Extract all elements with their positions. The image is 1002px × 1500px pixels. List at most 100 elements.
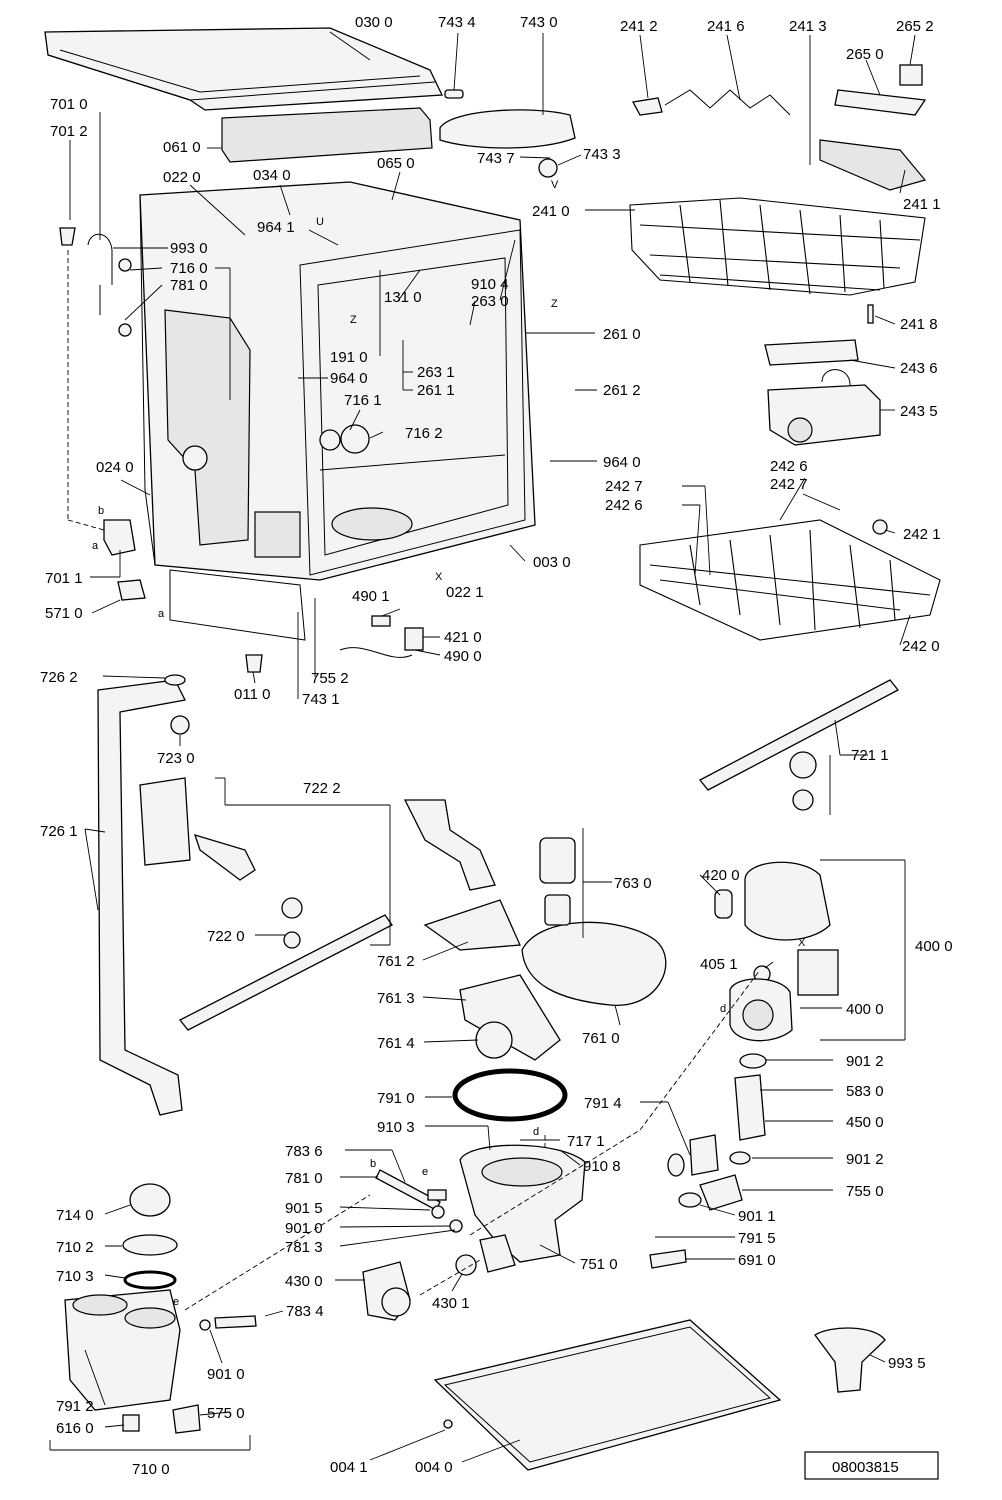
label-723-0: 723 0 bbox=[157, 750, 195, 767]
label-964-1: 964 1 bbox=[257, 219, 295, 236]
label-261-1: 261 1 bbox=[417, 382, 455, 399]
adjustable-foot bbox=[245, 654, 263, 673]
softener-sensor bbox=[122, 1414, 140, 1432]
label-716-0: 716 0 bbox=[170, 260, 208, 277]
label-263-0: 263 0 bbox=[471, 293, 509, 310]
label-022-0: 022 0 bbox=[163, 169, 201, 186]
label-901-1: 901 1 bbox=[738, 1208, 776, 1225]
label-243-6: 243 6 bbox=[900, 360, 938, 377]
marker-e1: e bbox=[422, 1166, 428, 1178]
power-cable bbox=[339, 647, 413, 658]
label-743-3: 743 3 bbox=[583, 146, 621, 163]
marker-d1: d bbox=[720, 1003, 726, 1015]
label-241-1: 241 1 bbox=[903, 196, 941, 213]
cutlery-basket bbox=[767, 384, 881, 446]
label-710-2: 710 2 bbox=[56, 1239, 94, 1256]
label-726-1: 726 1 bbox=[40, 823, 78, 840]
label-583-0: 583 0 bbox=[846, 1083, 884, 1100]
label-791-5: 791 5 bbox=[738, 1230, 776, 1247]
leader-lines bbox=[49, 31, 916, 1463]
circulation-pipe bbox=[97, 679, 186, 1116]
label-241-2: 241 2 bbox=[620, 18, 658, 35]
label-721-1: 721 1 bbox=[851, 747, 889, 764]
connection-markers: U Z Z V X X a a b b d d e e bbox=[92, 179, 806, 1308]
label-701-2: 701 2 bbox=[50, 123, 88, 140]
label-034-0: 034 0 bbox=[253, 167, 291, 184]
upper-spray-arm bbox=[178, 914, 393, 1031]
label-261-0: 261 0 bbox=[603, 326, 641, 343]
upper-basket bbox=[629, 197, 926, 296]
label-242-0: 242 0 bbox=[902, 638, 940, 655]
flow-meter bbox=[689, 1134, 719, 1176]
label-716-1: 716 1 bbox=[344, 392, 382, 409]
label-743-7: 743 7 bbox=[477, 150, 515, 167]
label-726-2: 726 2 bbox=[40, 669, 78, 686]
label-710-0: 710 0 bbox=[132, 1461, 170, 1478]
label-781-0b: 781 0 bbox=[285, 1170, 323, 1187]
marker-e2: e bbox=[173, 1296, 179, 1308]
micro-filter bbox=[539, 837, 576, 884]
label-450-0: 450 0 bbox=[846, 1114, 884, 1131]
distribution-tube bbox=[403, 799, 496, 891]
label-901-2: 901 2 bbox=[846, 1053, 884, 1070]
insulation-pad bbox=[221, 107, 433, 163]
label-061-0: 061 0 bbox=[163, 139, 201, 156]
fine-filter bbox=[521, 921, 667, 1006]
label-263-1: 263 1 bbox=[417, 364, 455, 381]
label-242-7b: 242 7 bbox=[770, 476, 808, 493]
label-490-1: 490 1 bbox=[352, 588, 390, 605]
label-616-0: 616 0 bbox=[56, 1420, 94, 1437]
label-743-0: 743 0 bbox=[520, 14, 558, 31]
label-783-4: 783 4 bbox=[286, 1303, 324, 1320]
label-420-0: 420 0 bbox=[702, 867, 740, 884]
label-405-1: 405 1 bbox=[700, 956, 738, 973]
part-labels: 030 0 743 4 743 0 241 2 241 6 241 3 265 … bbox=[40, 14, 953, 1478]
salt-lid bbox=[439, 109, 576, 149]
pipe-seal bbox=[164, 674, 186, 686]
label-691-0: 691 0 bbox=[738, 1252, 776, 1269]
label-964-0b: 964 0 bbox=[603, 454, 641, 471]
label-701-1: 701 1 bbox=[45, 570, 83, 587]
lower-spray-arm bbox=[699, 679, 899, 791]
softener-ring bbox=[122, 1234, 178, 1256]
label-241-8: 241 8 bbox=[900, 316, 938, 333]
label-003-0: 003 0 bbox=[533, 554, 571, 571]
pump-bracket bbox=[797, 949, 839, 996]
label-901-5: 901 5 bbox=[285, 1200, 323, 1217]
label-901-0: 901 0 bbox=[285, 1220, 323, 1237]
label-714-0: 714 0 bbox=[56, 1207, 94, 1224]
spray-arm-holder bbox=[193, 834, 256, 881]
label-265-2: 265 2 bbox=[896, 18, 934, 35]
salt-funnel bbox=[814, 1327, 886, 1393]
temperature-sensor bbox=[649, 1249, 687, 1269]
label-242-1: 242 1 bbox=[903, 526, 941, 543]
label-716-2: 716 2 bbox=[405, 425, 443, 442]
label-131-0: 131 0 bbox=[384, 289, 422, 306]
marker-a2: a bbox=[158, 608, 165, 620]
label-964-0: 964 0 bbox=[330, 370, 368, 387]
label-430-1: 430 1 bbox=[432, 1295, 470, 1312]
label-910-3: 910 3 bbox=[377, 1119, 415, 1136]
label-430-0: 430 0 bbox=[285, 1273, 323, 1290]
label-242-6b: 242 6 bbox=[605, 497, 643, 514]
label-710-3: 710 3 bbox=[56, 1268, 94, 1285]
document-number-box bbox=[804, 1451, 939, 1480]
marker-x1: X bbox=[435, 571, 443, 583]
label-743-1: 743 1 bbox=[302, 691, 340, 708]
label-791-4: 791 4 bbox=[584, 1095, 622, 1112]
label-241-6: 241 6 bbox=[707, 18, 745, 35]
label-261-2: 261 2 bbox=[603, 382, 641, 399]
marker-b2: b bbox=[370, 1158, 376, 1170]
marker-z1: Z bbox=[350, 314, 357, 326]
label-241-3: 241 3 bbox=[789, 18, 827, 35]
label-065-0: 065 0 bbox=[377, 155, 415, 172]
label-030-0: 030 0 bbox=[355, 14, 393, 31]
label-901-2b: 901 2 bbox=[846, 1151, 884, 1168]
label-400-0b: 400 0 bbox=[846, 1001, 884, 1018]
label-791-2: 791 2 bbox=[56, 1398, 94, 1415]
softener-hose-nipple bbox=[214, 1315, 257, 1329]
marker-x2: X bbox=[798, 937, 806, 949]
label-421-0: 421 0 bbox=[444, 629, 482, 646]
label-755-2: 755 2 bbox=[311, 670, 349, 687]
label-701-0: 701 0 bbox=[50, 96, 88, 113]
